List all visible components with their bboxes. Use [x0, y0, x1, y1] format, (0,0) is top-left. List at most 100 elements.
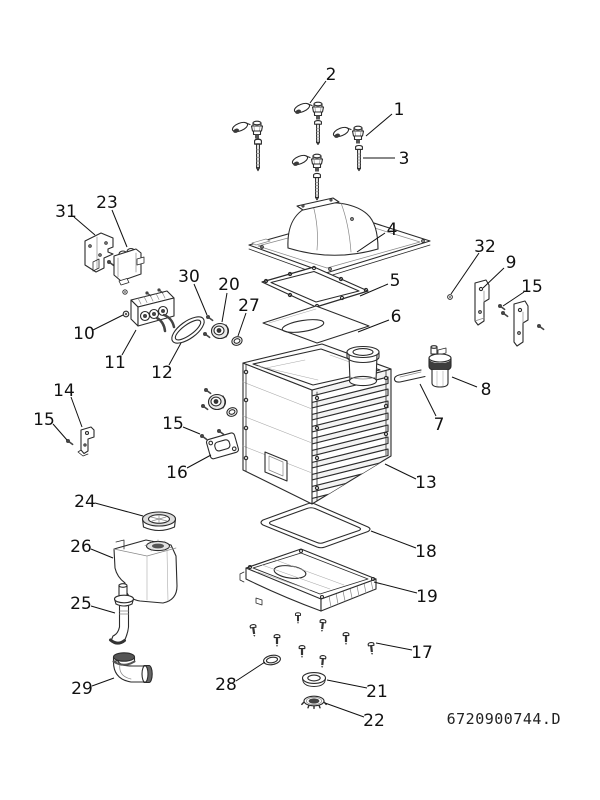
part-27-o-ring	[230, 334, 244, 348]
part-31-mounting-bracket	[84, 232, 114, 273]
callout-30: 30	[178, 267, 200, 287]
part-30-screw	[202, 331, 211, 339]
callout-leader-19	[373, 581, 418, 594]
callout-21: 21	[366, 682, 388, 702]
part-19-bottom-pan	[239, 548, 377, 625]
part-5-frame-gasket	[261, 265, 369, 309]
part-30-screw	[205, 314, 214, 322]
callout-leader-27	[237, 312, 247, 337]
callout-leader-29	[91, 677, 115, 687]
callout-leader-12	[168, 342, 182, 366]
callout-7: 7	[434, 415, 445, 435]
callout-leader-31	[73, 216, 96, 236]
callout-leader-16	[186, 454, 212, 469]
part-15-screw	[199, 433, 208, 441]
callout-16: 16	[166, 463, 188, 483]
callout-10: 10	[73, 324, 95, 344]
callout-leader-22	[324, 702, 365, 718]
part-16-cover-plate	[205, 432, 240, 460]
callout-11: 11	[104, 353, 126, 373]
part-26-siphon-tank	[113, 539, 178, 604]
callout-26: 26	[70, 537, 92, 557]
part-24-strainer-cap	[141, 511, 177, 532]
part-18-pan-gasket	[260, 502, 371, 549]
callout-31: 31	[55, 202, 77, 222]
part-21-washer-bushing	[301, 672, 327, 687]
part-25-drain-tube	[109, 594, 135, 645]
part-7-retaining-wire	[393, 369, 426, 383]
callout-15: 15	[33, 410, 55, 430]
callout-leader-4	[356, 232, 386, 253]
callout-leader-17	[375, 642, 413, 651]
part-17-screws	[249, 618, 376, 669]
drawing-number: 6720900744.D	[447, 710, 561, 728]
callout-leader-7	[419, 383, 437, 417]
callout-leader-14	[70, 396, 83, 428]
part-15-screw	[500, 310, 509, 318]
part-11-gas-manifold	[130, 287, 176, 333]
callout-leader-30	[193, 283, 208, 316]
callout-32: 32	[474, 237, 496, 257]
callout-3: 3	[399, 149, 410, 169]
part-12-loop-gasket	[171, 316, 205, 344]
callout-19: 19	[416, 587, 438, 607]
callout-28: 28	[215, 675, 237, 695]
callout-leader-15	[182, 426, 201, 435]
callout-13: 13	[415, 473, 437, 493]
callout-leader-15	[52, 423, 68, 441]
part-15-screw	[536, 323, 545, 331]
part-9-bracket	[474, 279, 490, 326]
callout-leader-11	[121, 329, 137, 356]
callout-27: 27	[238, 296, 260, 316]
part-10-screw	[122, 310, 130, 318]
callout-6: 6	[391, 307, 402, 327]
callout-20: 20	[218, 275, 240, 295]
callout-24: 24	[74, 492, 96, 512]
callout-leader-18	[370, 530, 417, 549]
part-15-screw	[497, 303, 506, 311]
callout-leader-2	[309, 80, 327, 104]
callout-17: 17	[411, 643, 433, 663]
part-20-grommet-upper	[202, 314, 244, 348]
part-20-grommet-lower	[200, 387, 239, 419]
part-group-sensors-top	[230, 100, 365, 201]
callout-leader-5	[359, 283, 389, 297]
callout-9: 9	[506, 253, 517, 273]
callout-leader-25	[90, 605, 116, 614]
callout-22: 22	[363, 711, 385, 731]
callout-15: 15	[162, 414, 184, 434]
callout-18: 18	[415, 542, 437, 562]
callout-23: 23	[96, 193, 118, 213]
callout-leader-23	[111, 209, 128, 248]
callout-25: 25	[70, 594, 92, 614]
callout-leader-6	[357, 319, 390, 333]
part-32-screw	[447, 294, 453, 300]
part-22-cap-nut	[301, 695, 327, 710]
callout-leader-1	[365, 113, 393, 137]
part-15-screw	[216, 428, 225, 436]
callout-15: 15	[521, 277, 543, 297]
callout-leader-10	[92, 314, 124, 331]
part-13-heat-cell	[242, 343, 392, 505]
callout-leader-28	[235, 661, 266, 682]
callout-14: 14	[53, 381, 75, 401]
part-8-electrode-canister	[428, 345, 452, 388]
callout-5: 5	[390, 271, 401, 291]
callout-leader-26	[90, 548, 114, 559]
callout-leader-32	[450, 252, 480, 295]
flue-adapter	[346, 345, 380, 387]
callout-leader-15	[502, 291, 525, 307]
part-15-bracket-right	[513, 300, 529, 347]
part-23-solenoid-valve	[106, 247, 145, 295]
callout-leader-20	[221, 292, 228, 323]
callout-4: 4	[387, 220, 398, 240]
part-6-burner-gasket	[262, 305, 370, 344]
part-4-top-cover	[248, 197, 431, 278]
part-14-clip-bracket	[77, 426, 95, 457]
callout-2: 2	[326, 65, 337, 85]
callout-leader-13	[384, 463, 417, 480]
callout-leader-24	[94, 502, 144, 517]
callout-leader-21	[326, 679, 368, 689]
